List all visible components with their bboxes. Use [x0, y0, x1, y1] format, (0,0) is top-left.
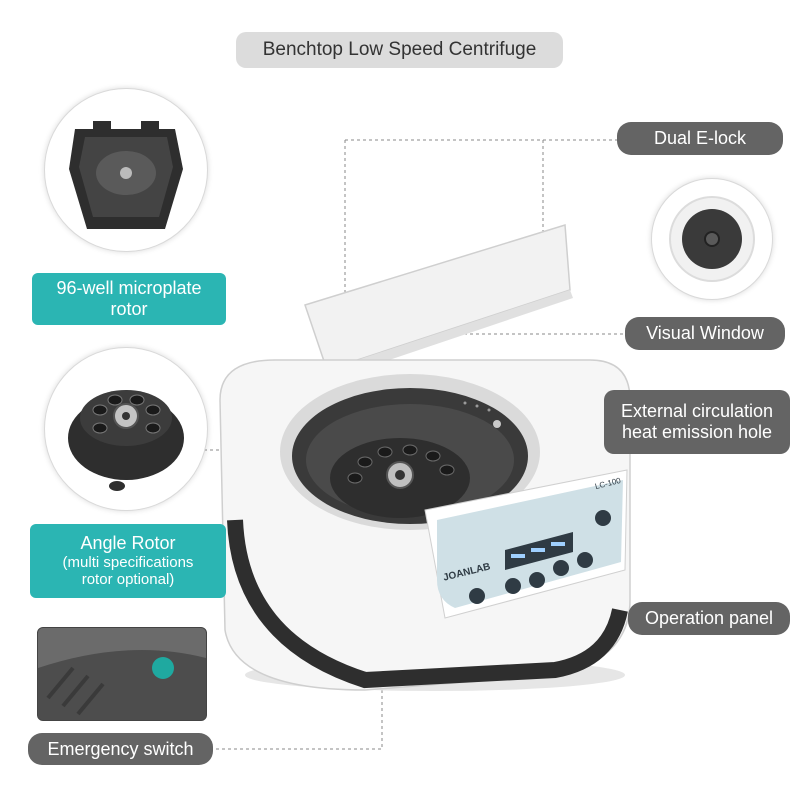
angle-rotor-image [68, 390, 184, 491]
emergency-switch-image [38, 628, 206, 720]
angle-rotor-label: Angle Rotor (multi specifications rotor … [30, 524, 226, 598]
page-title: Benchtop Low Speed Centrifuge [236, 32, 563, 68]
emergency-switch-callout: Emergency switch [28, 733, 213, 765]
angle-rotor-label-line2: (multi specifications [62, 554, 194, 572]
visual-window-image [669, 196, 755, 282]
microplate-rotor-image [69, 121, 183, 229]
microplate-rotor-label: 96-well microplate rotor [32, 273, 226, 325]
angle-rotor-inset [44, 347, 208, 511]
heat-emission-hole-callout: External circulation heat emission hole [604, 390, 790, 454]
emergency-switch-inset [37, 627, 207, 721]
dual-elock-callout: Dual E-lock [617, 122, 783, 155]
microplate-rotor-label-line2: rotor [110, 299, 148, 319]
visual-window-callout: Visual Window [625, 317, 785, 350]
heat-emission-hole-line2: heat emission hole [621, 422, 773, 442]
heat-emission-hole-line1: External circulation [620, 401, 774, 422]
centrifuge-illustration [219, 224, 631, 691]
visual-window-inset [651, 178, 773, 300]
microplate-rotor-label-line1: 96-well microplate [56, 278, 202, 299]
operation-panel-callout: Operation panel [628, 602, 790, 635]
microplate-rotor-inset [44, 88, 208, 252]
angle-rotor-label-line3: rotor optional) [81, 571, 175, 589]
angle-rotor-label-line1: Angle Rotor [80, 533, 176, 554]
